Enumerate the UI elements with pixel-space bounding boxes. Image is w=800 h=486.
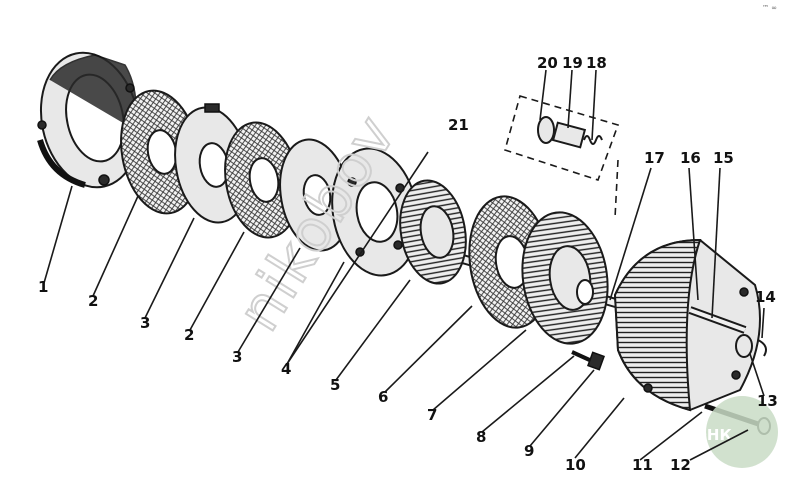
callout-12: 12 <box>670 456 691 474</box>
callout-15: 15 <box>713 149 734 167</box>
callout-7: 7 <box>427 406 437 424</box>
part-4-backing-plate <box>331 147 419 277</box>
part-19-sleeve <box>551 121 587 149</box>
part-5-gear-disc <box>399 179 467 285</box>
callout-20: 20 <box>537 54 558 72</box>
callout-18: 18 <box>586 54 607 72</box>
part-13-nut <box>735 334 753 358</box>
part-18-spring <box>583 135 603 145</box>
callout-13: 13 <box>757 392 778 410</box>
part-3-pressure-plate-b <box>279 138 351 252</box>
callout-11: 11 <box>632 456 653 474</box>
callout-14: 14 <box>755 288 776 306</box>
callout-9: 9 <box>524 442 534 460</box>
inset-detail-frame <box>504 95 620 219</box>
part-8-9-bolt <box>571 350 605 371</box>
callout-6: 6 <box>378 388 388 406</box>
leader-lines <box>43 69 765 461</box>
part-7-damper-disc <box>521 211 609 345</box>
callout-17: 17 <box>644 149 665 167</box>
callout-8: 8 <box>476 428 486 446</box>
callout-3: 3 <box>140 314 150 332</box>
part-10-bell-housing <box>613 238 761 412</box>
part-14-circlip <box>757 339 767 357</box>
agro-logo: АГРОНК <box>662 396 778 468</box>
logo-badge <box>706 396 778 468</box>
callout-2: 2 <box>88 292 98 310</box>
callout-16: 16 <box>680 149 701 167</box>
callout-10: 10 <box>565 456 586 474</box>
part-20-bushing <box>537 116 555 144</box>
callout-3b: 3 <box>232 348 242 366</box>
callout-4: 4 <box>281 360 291 378</box>
corner-mark: ™ ∞ <box>762 4 777 12</box>
callout-5: 5 <box>330 376 340 394</box>
part-2-friction-disc-b <box>224 121 300 239</box>
logo-text: АГРОНК <box>662 426 732 444</box>
callout-labels: 1 2 3 2 3 4 5 6 7 8 9 10 11 12 13 14 15 … <box>38 54 778 474</box>
part-1-housing <box>37 51 141 189</box>
callout-2b: 2 <box>184 326 194 344</box>
callout-19: 19 <box>562 54 583 72</box>
callout-21: 21 <box>448 116 469 134</box>
callout-1: 1 <box>38 278 48 296</box>
